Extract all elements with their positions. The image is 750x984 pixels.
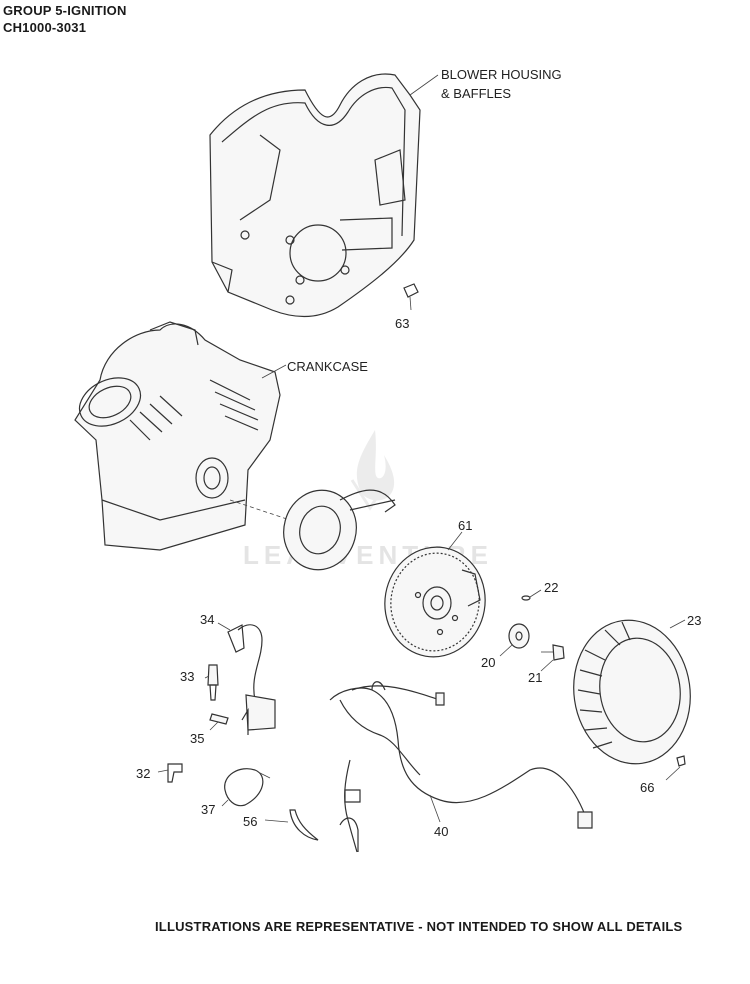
disclaimer-footer: ILLUSTRATIONS ARE REPRESENTATIVE - NOT I… — [155, 919, 683, 934]
tie-strap-56 — [289, 809, 319, 841]
washer-20 — [508, 623, 530, 649]
wiring-harness-40 — [329, 681, 593, 853]
stator — [283, 489, 396, 571]
spark-plug-33 — [207, 664, 219, 701]
model-number: CH1000-3031 — [3, 20, 87, 35]
callout-56: 56 — [243, 814, 258, 829]
callout-21: 21 — [528, 670, 543, 685]
terminal-32 — [167, 763, 183, 783]
bolt-21 — [541, 644, 565, 661]
screw-66 — [676, 755, 686, 767]
callout-66: 66 — [640, 780, 655, 795]
watermark-flame-icon — [350, 430, 395, 511]
key-22 — [521, 595, 531, 601]
callout-32: 32 — [136, 766, 151, 781]
callout-35: 35 — [190, 731, 205, 746]
crankcase — [74, 321, 281, 551]
ignition-module-34 — [227, 624, 276, 735]
group-title: GROUP 5-IGNITION — [3, 3, 127, 18]
blower-housing — [209, 73, 421, 318]
stud-35 — [209, 713, 229, 725]
callout-40: 40 — [434, 824, 449, 839]
callout-63: 63 — [395, 316, 410, 331]
callout-37: 37 — [201, 802, 216, 817]
flywheel-61 — [384, 546, 486, 658]
callout-22: 22 — [544, 580, 559, 595]
blower-housing-label-line1: BLOWER HOUSING — [441, 67, 562, 82]
callout-20: 20 — [481, 655, 496, 670]
fan-23 — [573, 619, 691, 765]
callout-61: 61 — [458, 518, 473, 533]
gasket-37 — [224, 768, 271, 807]
blower-housing-label-line2: & BAFFLES — [441, 86, 512, 101]
callout-23: 23 — [687, 613, 702, 628]
crankcase-label: CRANKCASE — [287, 359, 368, 374]
callout-34: 34 — [200, 612, 215, 627]
screw-63 — [403, 283, 419, 311]
callout-33: 33 — [180, 669, 195, 684]
